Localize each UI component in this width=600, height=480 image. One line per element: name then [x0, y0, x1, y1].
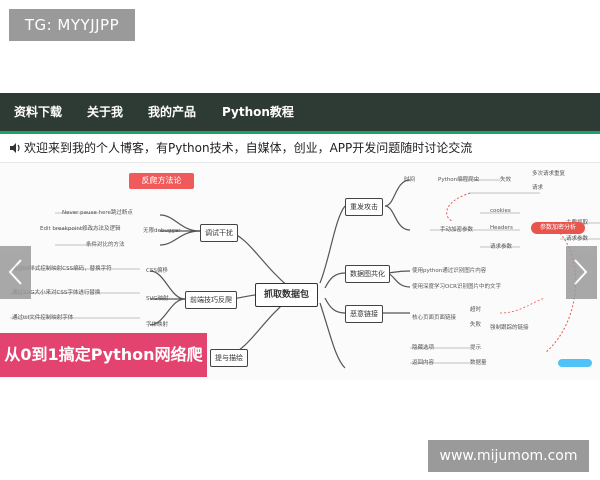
mindmap-leaf: 请求参数 — [490, 244, 513, 250]
nav-item-downloads[interactable]: 资料下载 — [14, 105, 63, 119]
carousel-prev-button[interactable] — [0, 246, 31, 299]
banner-top-tag: 反爬方法论 — [129, 173, 194, 189]
mindmap-leaf: 请求 — [532, 185, 544, 191]
mindmap-leaf: 使用深度学习OCR识别图片中的文字 — [412, 284, 501, 290]
mindmap-leaf: Never pause here跳过断点 — [62, 210, 133, 216]
main-navbar: 资料下载 关于我 我的产品 Python教程 — [0, 93, 600, 134]
mindmap-leaf: Headers — [490, 225, 513, 231]
mindmap-leaf: CSS偏移 — [146, 268, 168, 274]
speaker-icon — [8, 140, 22, 154]
banner-indicator-pill — [558, 359, 592, 367]
banner-cta-title[interactable]: 从0到1搞定Python网络爬虫 — [0, 333, 207, 377]
chevron-right-icon — [574, 259, 588, 285]
mindmap-leaf: 无限debugger — [143, 228, 181, 234]
mindmap-leaf: 超时 — [470, 307, 482, 313]
mindmap-leaf: 通过SVG大小来对CSS字体进行替换 — [12, 290, 101, 296]
mindmap-leaf: 字体映射 — [146, 322, 169, 328]
mindmap-leaf: Python编程爬虫 — [438, 177, 480, 183]
mindmap-leaf: 失败 — [470, 322, 482, 328]
mindmap-node-bottom: 提与描绘 — [210, 349, 248, 367]
mindmap-leaf: 手动加密参数 — [440, 227, 474, 233]
mindmap-leaf: cookies — [490, 208, 511, 214]
mindmap-center-node: 抓取数据包 — [255, 283, 319, 307]
chevron-left-icon — [8, 259, 22, 285]
announcement-text: 欢迎来到我的个人博客，有Python技术，自媒体，创业，APP开发问题随时讨论交… — [24, 141, 473, 155]
nav-item-products[interactable]: 我的产品 — [148, 105, 197, 119]
mindmap-node-req: 重发攻击 — [345, 198, 383, 216]
mindmap-leaf: 强制跟踪的链接 — [490, 325, 529, 331]
nav-item-python-tutorial[interactable]: Python教程 — [222, 105, 294, 119]
banner-side-tag: 参数加密分析 — [531, 222, 585, 234]
announcement-bar: 欢迎来到我的个人博客，有Python技术，自媒体，创业，APP开发问题随时讨论交… — [0, 134, 600, 163]
mindmap-leaf: 请求参数 — [566, 236, 589, 242]
mindmap-node-trap: 恶意链接 — [345, 305, 383, 323]
mindmap-leaf: 隐藏选项 — [412, 345, 435, 351]
carousel-next-button[interactable] — [566, 246, 597, 299]
mindmap-leaf: 时间 — [404, 177, 416, 183]
mindmap-node-frontend: 前端技巧反爬 — [185, 291, 237, 309]
mindmap-leaf: 多次请求重复 — [532, 171, 566, 177]
mindmap-node-debug: 调试干扰 — [200, 224, 238, 242]
hero-banner[interactable]: 反爬方法论 抓取数据包 调试干扰 前端技巧反爬 重发攻击 数据图共化 恶意链接 … — [0, 163, 600, 380]
mindmap-leaf: 通过ttf样式控制映射CSS编码，替换字符 — [12, 266, 112, 272]
mindmap-leaf: 使用python通过识别图片内容 — [412, 268, 487, 274]
nav-item-about[interactable]: 关于我 — [87, 105, 124, 119]
mindmap-lines — [10, 179, 600, 369]
mindmap-leaf: Edit breakpoint修改方法及逻辑 — [40, 226, 121, 232]
mindmap-leaf: 数据量 — [470, 360, 487, 366]
site-url-badge: www.mijumom.com — [428, 440, 589, 472]
mindmap-leaf: 条件对比的方法 — [86, 242, 125, 248]
mindmap-leaf: 返回内容 — [412, 360, 435, 366]
mindmap-leaf: 失效 — [500, 177, 512, 183]
mindmap-leaf: 通过ttf文件控制映射字体 — [12, 315, 74, 321]
mindmap-leaf: 提示 — [470, 345, 482, 351]
tg-badge: TG: MYYJJPP — [9, 9, 135, 41]
mindmap-leaf: 核心页面页面链接 — [412, 315, 457, 321]
mindmap-node-visual: 数据图共化 — [345, 265, 390, 283]
mindmap-leaf: SVG映射 — [146, 296, 169, 302]
